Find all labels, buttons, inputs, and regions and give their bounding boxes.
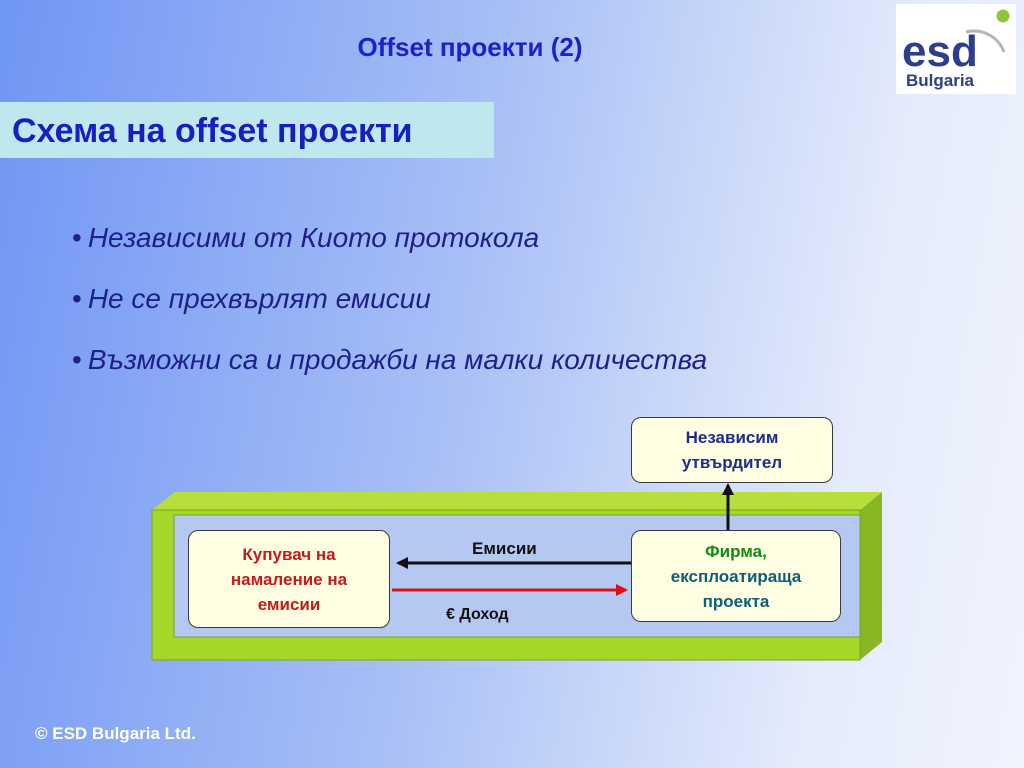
buyer-label-line1: Купувач на <box>242 544 336 564</box>
buyer-label-line2: намаление на <box>230 569 348 589</box>
buyer-label-line3: емисии <box>257 594 321 614</box>
esd-logo: esd Bulgaria <box>896 4 1016 94</box>
firm-label-line2: експлоатираща <box>670 566 802 586</box>
bullet-text: Независими от Киото протокола <box>87 222 540 253</box>
bullet-item: •Възможни са и продажби на малки количес… <box>72 344 707 405</box>
bullet-dot: • <box>72 344 82 375</box>
logo-mark-text: esd <box>902 27 978 76</box>
section-title-banner: Схема на offset проекти <box>0 102 494 158</box>
slide-title: Offset проекти (2) <box>357 32 583 62</box>
firm-label-line1: Фирма, <box>705 541 767 561</box>
independent-verifier-box: Независим утвърдител <box>631 417 833 483</box>
emission-reduction-buyer-box: Купувач на намаление на емисии <box>188 530 390 628</box>
firm-label-line3: проекта <box>702 591 770 611</box>
bullet-dot: • <box>72 283 82 314</box>
bullet-text: Не се прехвърлят емисии <box>87 283 431 314</box>
logo-green-dot <box>996 9 1010 23</box>
bullet-item: •Не се прехвърлят емисии <box>72 283 707 344</box>
logo-sub-text: Bulgaria <box>906 71 975 90</box>
bullet-dot: • <box>72 222 82 253</box>
emissions-label: Емисии <box>472 539 537 558</box>
project-operator-firm-box: Фирма, експлоатираща проекта <box>631 530 841 622</box>
verifier-label-line1: Независим <box>685 428 779 447</box>
section-title: Схема на offset проекти <box>12 112 413 150</box>
bullet-text: Възможни са и продажби на малки количест… <box>87 344 708 375</box>
copyright-footer: © ESD Bulgaria Ltd. <box>35 724 196 743</box>
esd-logo-graphic: esd Bulgaria <box>902 9 1010 90</box>
verifier-label-line2: утвърдител <box>681 453 783 472</box>
bullet-item: •Независими от Киото протокола <box>72 222 707 283</box>
bullet-list: •Независими от Киото протокола •Не се пр… <box>72 222 707 405</box>
income-label: € Доход <box>446 606 509 623</box>
